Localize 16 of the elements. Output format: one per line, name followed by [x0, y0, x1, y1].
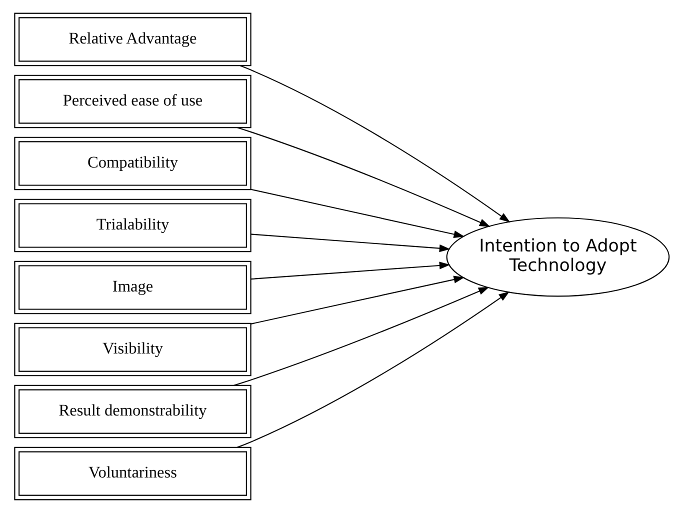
node-box: Compatibility: [14, 136, 252, 190]
node-box: Visibility: [14, 322, 252, 376]
node-box: Image: [14, 260, 252, 314]
arrow: [237, 126, 490, 226]
arrow: [234, 286, 490, 386]
arrow: [240, 64, 510, 222]
node-box: Perceived ease of use: [14, 74, 252, 128]
arrow: [250, 261, 450, 280]
arrow: [250, 275, 465, 324]
node-box: Voluntariness: [14, 446, 252, 500]
node-box: Result demonstrability: [14, 384, 252, 438]
arrow: [250, 233, 450, 252]
node-box: Trialability: [14, 198, 252, 252]
arrow: [236, 290, 510, 448]
arrow: [250, 188, 465, 238]
node-box: Relative Advantage: [14, 12, 252, 66]
